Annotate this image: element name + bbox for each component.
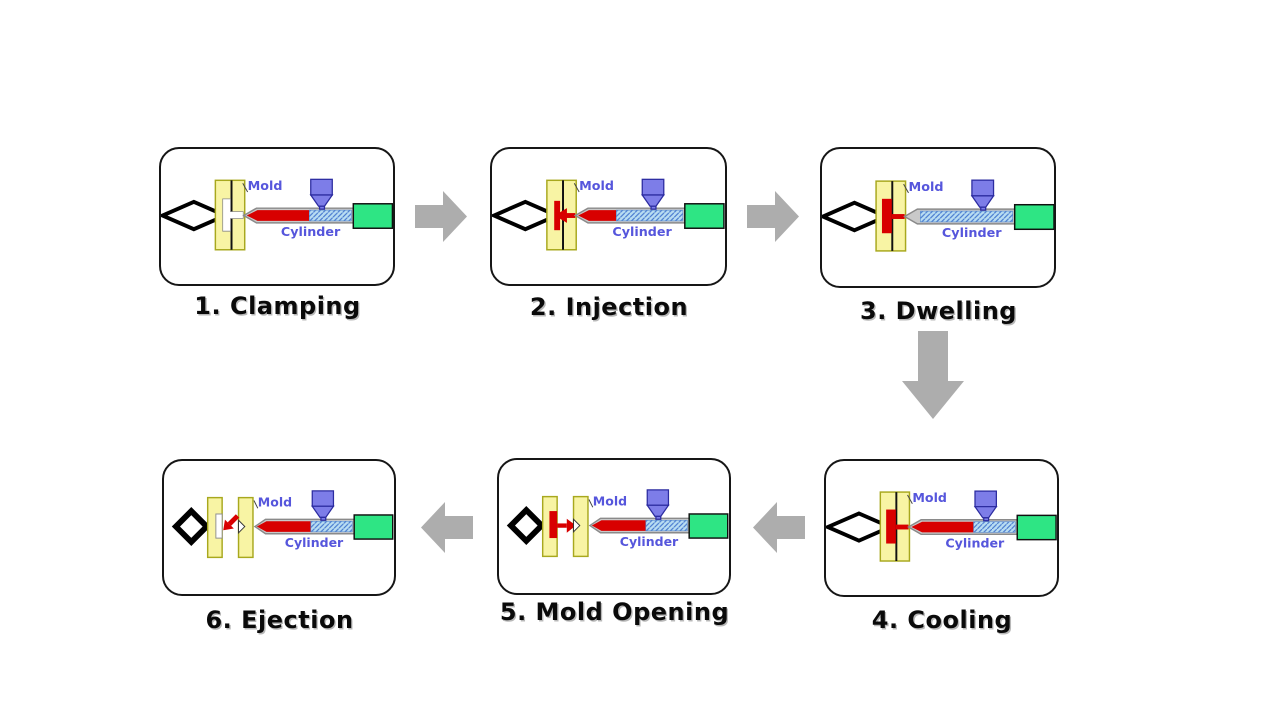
molded-part-icon [886, 509, 909, 544]
sprue-notch-icon [573, 518, 581, 533]
plastic-filling-cavity-icon [554, 200, 576, 231]
mold-label-pointer [588, 499, 594, 508]
molded-part-with-eject-arrow-icon [549, 511, 576, 539]
arrow-step4-to-step5-icon [752, 499, 805, 560]
molten-plastic-icon [246, 210, 310, 221]
cylinder-label: Cylinder [281, 224, 341, 239]
arrow-step5-to-step6-icon [420, 499, 473, 560]
mold-label-pointer [253, 500, 259, 509]
empty-cavity-icon [222, 198, 244, 232]
mold-label-pointer [242, 183, 249, 193]
arrow-step2-to-step3-icon [747, 188, 800, 249]
arrow-step3-to-step4-icon [901, 331, 965, 425]
hopper-icon [311, 490, 335, 521]
machine-ejection-illustration: Mold Cylinder [171, 490, 394, 559]
step-title-dwelling: 3. Dwelling [860, 297, 1017, 325]
machine-injection-illustration: Mold Cylinder [492, 178, 725, 251]
motor-block-icon [1013, 203, 1054, 231]
motor-block-icon [1016, 514, 1057, 541]
ejector-notch-icon [215, 513, 223, 539]
molten-plastic-icon [911, 521, 974, 533]
cylinder-label: Cylinder [945, 535, 1005, 550]
mold-label: Mold [258, 494, 292, 509]
step-title-cooling: 4. Cooling [871, 606, 1013, 634]
motor-block-icon [353, 514, 394, 540]
molten-plastic-icon [256, 521, 311, 532]
mold-label: Mold [909, 180, 944, 195]
screw-icon [310, 520, 353, 533]
cylinder-label: Cylinder [942, 226, 1002, 241]
mold-label: Mold [593, 493, 627, 508]
screw-icon [616, 209, 684, 222]
machine-dwelling-illustration: Mold Cylinder [822, 179, 1054, 252]
hopper-icon [970, 179, 995, 211]
cylinder-label: Cylinder [620, 534, 679, 549]
motor-block-icon [688, 513, 729, 539]
screw-icon [920, 210, 1014, 223]
clamp-toggle-icon [506, 506, 546, 546]
sprue-notch-icon [238, 519, 246, 534]
hopper-icon [309, 178, 334, 210]
step-title-injection: 2. Injection [529, 293, 689, 321]
clamp-toggle-icon [171, 507, 211, 547]
mold-label-pointer [903, 183, 909, 194]
hopper-icon [641, 178, 665, 210]
mold-label: Mold [248, 178, 283, 193]
cylinder-label: Cylinder [612, 224, 672, 239]
motor-block-icon [684, 203, 725, 229]
molten-plastic-icon [578, 210, 617, 221]
screw-icon [308, 209, 352, 222]
machine-clamping-illustration: Mold Cylinder [161, 178, 393, 251]
panel-6-ejection: Mold Cylinder [162, 459, 396, 596]
mold-label-pointer [573, 183, 580, 193]
hopper-icon [646, 489, 670, 520]
step-title-ejection: 6. Ejection [205, 606, 354, 634]
step-title-clamping: 1. Clamping [194, 292, 361, 320]
mold-label: Mold [912, 490, 947, 505]
cylinder-label: Cylinder [285, 535, 344, 550]
screw-icon [645, 519, 688, 532]
panel-4-cooling: Mold Cylinder [824, 459, 1059, 597]
ejected-part-icon [223, 514, 240, 531]
panel-2-injection: Mold Cylinder [490, 147, 727, 286]
mold-label-pointer [907, 494, 913, 504]
step-title-mold-opening: 5. Mold Opening [499, 598, 730, 626]
motor-block-icon [352, 203, 393, 229]
molten-plastic-icon [591, 520, 646, 531]
machine-mold-opening-illustration: Mold Cylinder [506, 489, 729, 558]
panel-3-dwelling: Mold Cylinder [820, 147, 1056, 288]
machine-cooling-illustration: Mold Cylinder [826, 490, 1057, 562]
panel-5-mold-opening: Mold Cylinder [497, 458, 731, 595]
mold-label: Mold [579, 178, 614, 193]
screw-icon [973, 521, 1016, 533]
panel-1-clamping: Mold Cylinder [159, 147, 395, 286]
hopper-icon [973, 490, 998, 522]
arrow-step1-to-step2-icon [415, 188, 468, 249]
